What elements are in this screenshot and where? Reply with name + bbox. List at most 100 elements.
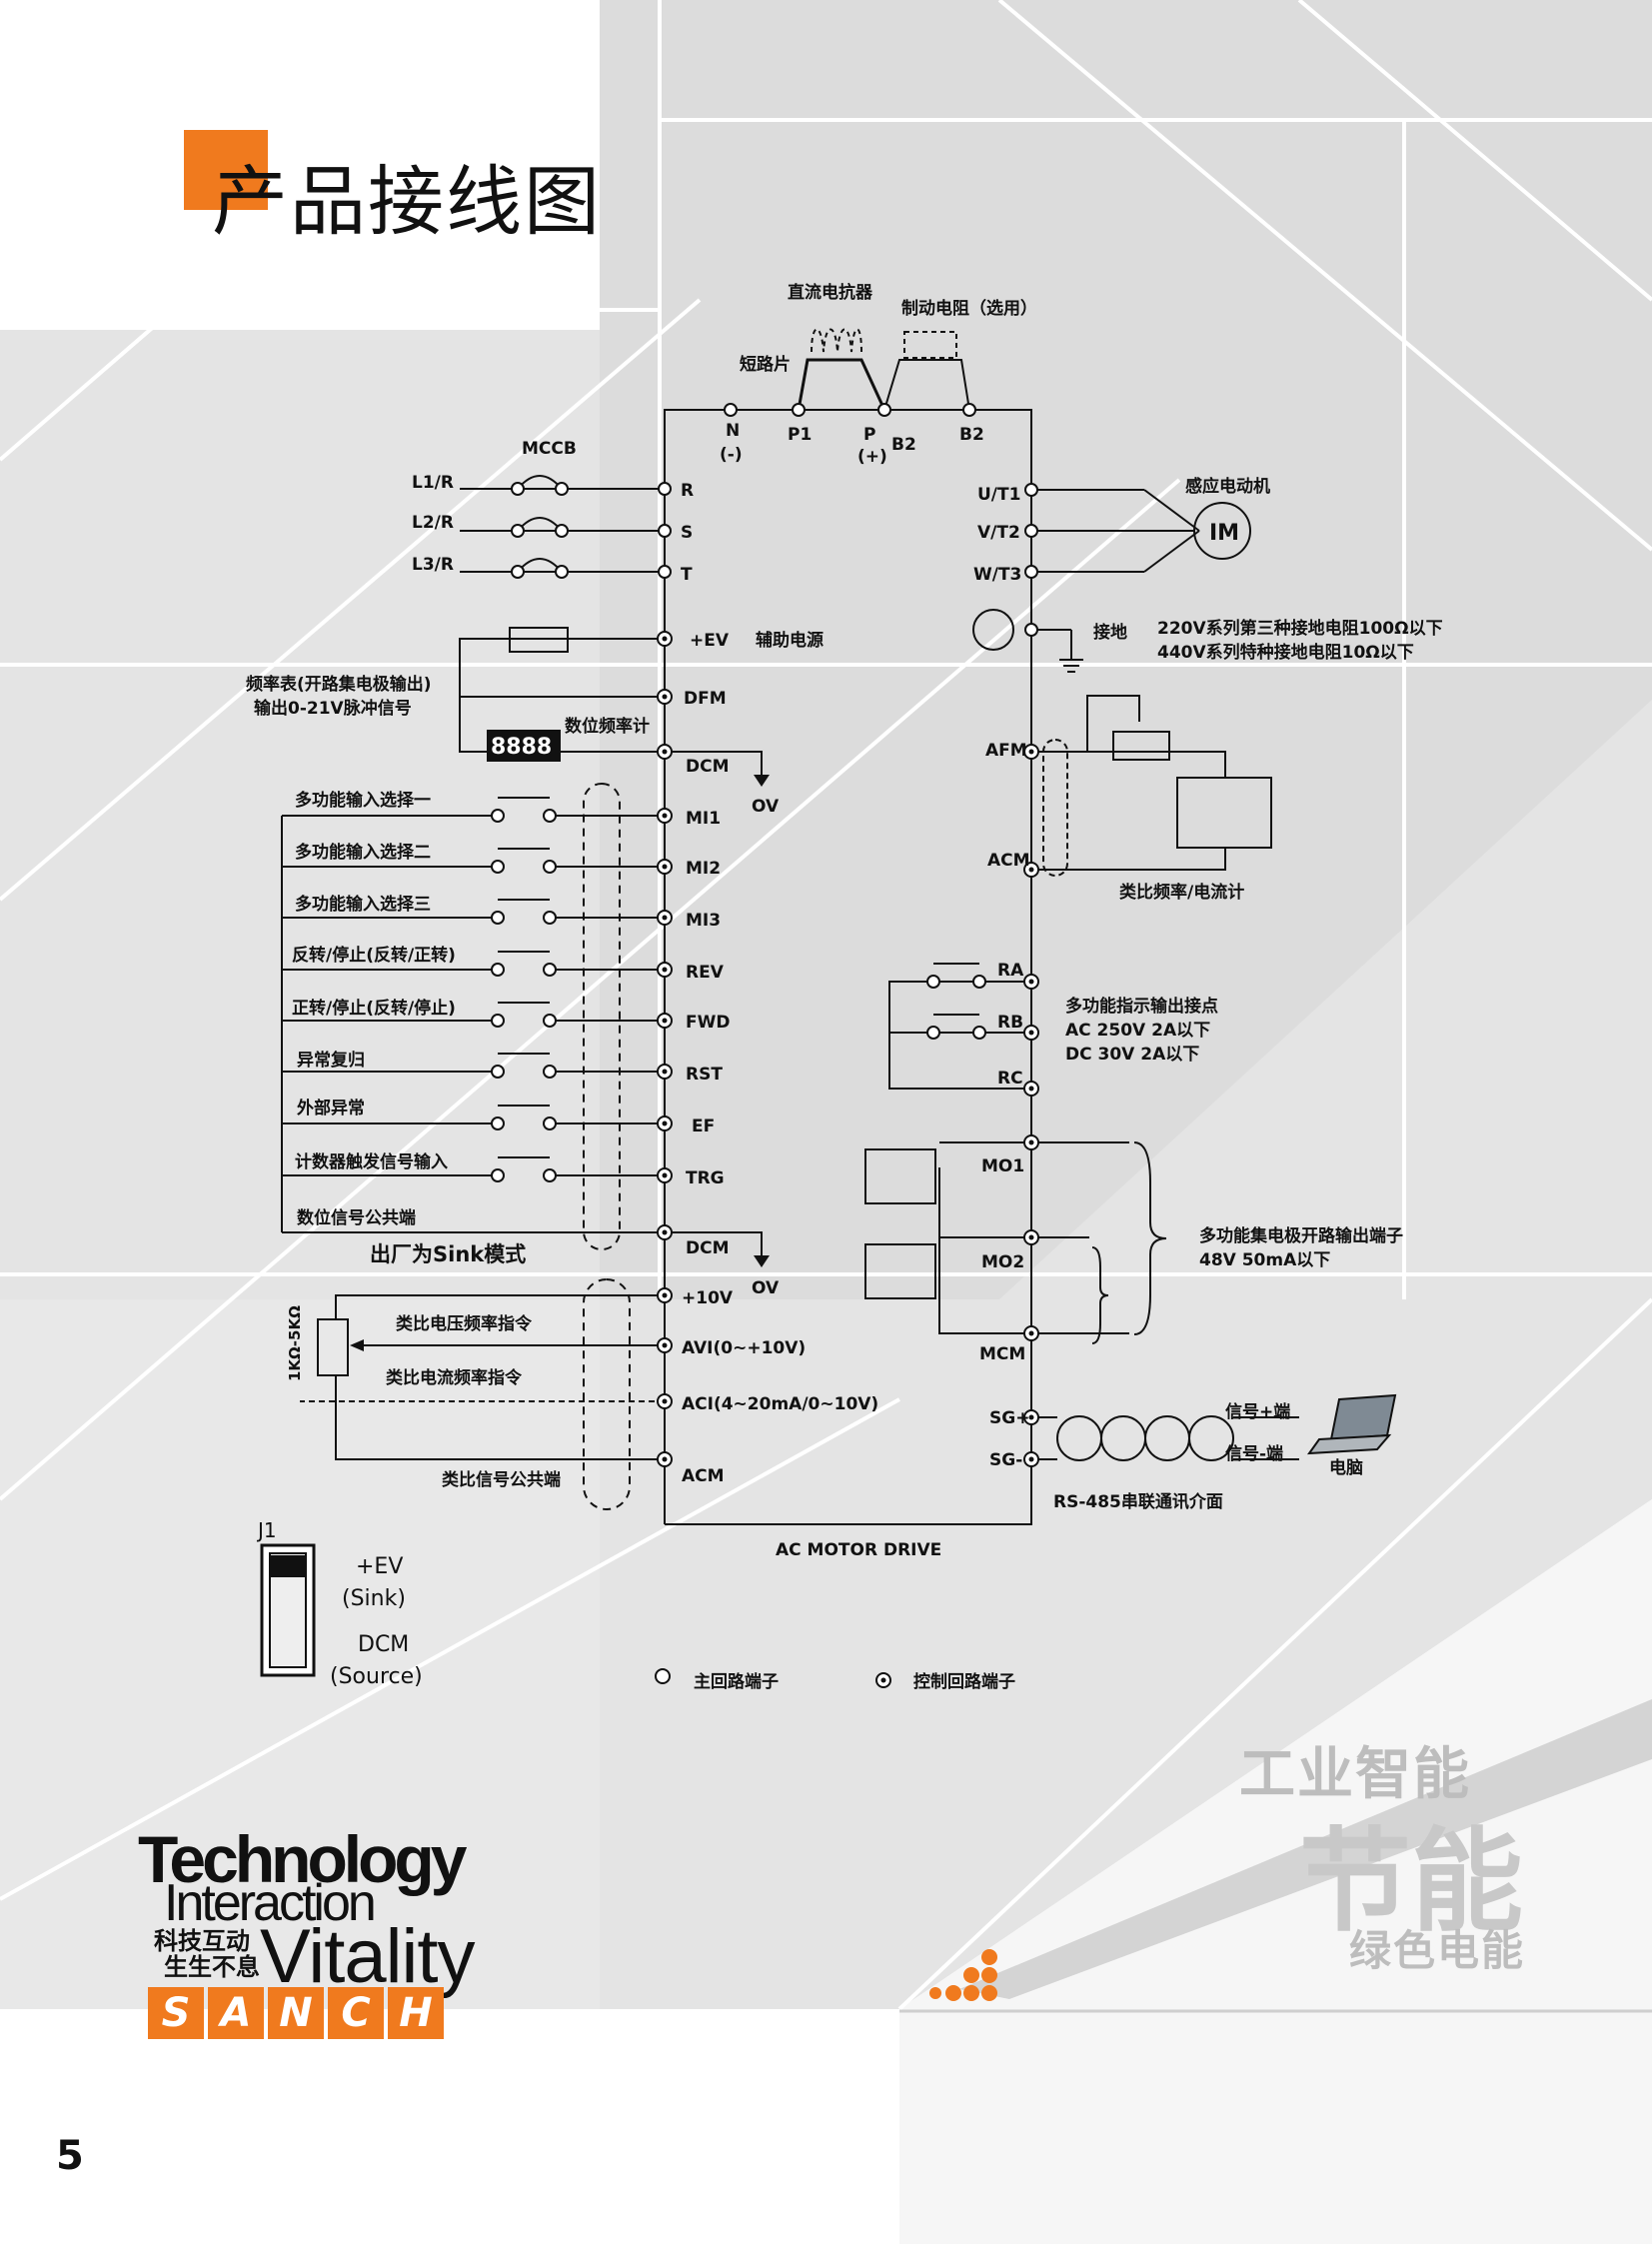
brand-interaction: Interaction bbox=[164, 1874, 377, 1932]
label-ov2: OV bbox=[752, 1278, 780, 1298]
label-brake-resistor: 制动电阻（选用） bbox=[901, 298, 1037, 319]
label-avi: 类比电压频率指令 bbox=[396, 1313, 533, 1334]
label-sig-p: 信号+端 bbox=[1225, 1401, 1290, 1422]
terminal-u: U/T1 bbox=[977, 485, 1020, 505]
terminal-mi2: MI2 bbox=[686, 859, 721, 879]
label-n-sign: (-) bbox=[720, 445, 743, 465]
brand-letter: S bbox=[148, 1987, 204, 2039]
terminal-fwd: FWD bbox=[686, 1013, 730, 1033]
legend-control: 控制回路端子 bbox=[913, 1671, 1015, 1692]
brand-technology: Technology bbox=[138, 1822, 467, 1896]
terminal-mo1: MO1 bbox=[981, 1156, 1024, 1176]
label-aci: 类比电流频率指令 bbox=[386, 1367, 523, 1388]
slogan-line3: 绿色电能 bbox=[1349, 1926, 1526, 1975]
label-p1: P1 bbox=[788, 425, 812, 445]
brand-letter: N bbox=[268, 1987, 324, 2039]
terminal-10v: +10V bbox=[682, 1288, 734, 1308]
label-rs485: RS-485串联通讯介面 bbox=[1053, 1491, 1223, 1512]
slogan-line1: 工业智能 bbox=[1239, 1742, 1471, 1807]
terminal-acm-right: ACM bbox=[987, 851, 1030, 871]
brand-logo: Technology Interaction Vitality 科技互动 生生不… bbox=[134, 1821, 534, 2041]
label-ground: 接地 bbox=[1093, 622, 1127, 643]
brand-letter: H bbox=[388, 1987, 444, 2039]
label-freq-meter1: 频率表(开路集电极输出) bbox=[246, 674, 432, 695]
label-j1-sink: (Sink) bbox=[342, 1586, 406, 1611]
brand-cn2: 生生不息 bbox=[164, 1953, 260, 1981]
brand-letter: C bbox=[328, 1987, 384, 2039]
label-freq-meter2: 输出0-21V脉冲信号 bbox=[254, 698, 412, 719]
label-motor: 感应电动机 bbox=[1185, 476, 1270, 497]
terminal-sgp: SG+ bbox=[989, 1408, 1029, 1428]
terminal-dcm2: DCM bbox=[686, 1238, 730, 1258]
terminal-w: W/T3 bbox=[973, 565, 1021, 585]
label-digital-counter: 数位频率计 bbox=[565, 716, 650, 737]
terminal-afm: AFM bbox=[985, 741, 1027, 761]
label-mi1: 多功能输入选择一 bbox=[295, 790, 431, 811]
label-pc: 电脑 bbox=[1329, 1457, 1363, 1478]
terminal-sgn: SG- bbox=[989, 1450, 1022, 1470]
terminal-trg: TRG bbox=[686, 1168, 725, 1188]
label-relay1: 多功能指示输出接点 bbox=[1065, 996, 1218, 1017]
wiring-diagram: 直流电抗器 制动电阻（选用） 短路片 N (-) P1 P (+) B2 B2 … bbox=[246, 282, 1443, 1692]
label-n-terminal: N bbox=[726, 421, 740, 441]
label-sink-default: 出厂为Sink模式 bbox=[370, 1242, 526, 1266]
label-l2: L2/R bbox=[412, 513, 454, 533]
label-ground-note1: 220V系列第三种接地电阻100Ω以下 bbox=[1157, 618, 1443, 639]
label-j1: J1 bbox=[256, 1518, 277, 1542]
page-title-text: 产品接线图 bbox=[212, 157, 602, 246]
terminal-mcm: MCM bbox=[979, 1344, 1025, 1364]
terminal-mo2: MO2 bbox=[981, 1252, 1024, 1272]
label-trg: 计数器触发信号输入 bbox=[295, 1151, 448, 1172]
label-mccb: MCCB bbox=[522, 439, 577, 459]
label-l3: L3/R bbox=[412, 555, 454, 575]
terminal-t: T bbox=[681, 565, 693, 585]
slogan-graphic: 工业智能 节能 绿色电能 bbox=[1239, 1719, 1599, 1999]
label-p-sign: (+) bbox=[857, 447, 887, 467]
brand-cn1: 科技互动 bbox=[154, 1927, 250, 1955]
label-pot: 1KΩ-5KΩ bbox=[286, 1305, 304, 1381]
brand-letter: A bbox=[208, 1987, 264, 2039]
terminal-ev: +EV bbox=[690, 631, 730, 651]
terminal-rb: RB bbox=[997, 1013, 1023, 1033]
label-relay2: AC 250V 2A以下 bbox=[1065, 1021, 1210, 1041]
brand-sanch: S A N C H bbox=[148, 1987, 444, 2039]
label-common: 数位信号公共端 bbox=[297, 1207, 416, 1228]
terminal-r: R bbox=[681, 481, 694, 501]
label-mi3: 多功能输入选择三 bbox=[295, 894, 431, 915]
page-number: 5 bbox=[56, 2133, 84, 2179]
terminal-dfm: DFM bbox=[684, 689, 727, 709]
terminal-acm-left: ACM bbox=[682, 1466, 725, 1486]
terminal-s: S bbox=[681, 523, 693, 543]
label-ground-note2: 440V系列特种接地电阻10Ω以下 bbox=[1157, 642, 1414, 663]
label-oc1: 多功能集电极开路输出端子 bbox=[1199, 1225, 1403, 1246]
terminal-rev: REV bbox=[686, 963, 725, 983]
terminal-ra: RA bbox=[997, 961, 1024, 981]
label-relay3: DC 30V 2A以下 bbox=[1065, 1045, 1199, 1065]
label-j1-dcm: DCM bbox=[358, 1632, 409, 1657]
label-rst: 异常复归 bbox=[297, 1050, 365, 1071]
terminal-mi1: MI1 bbox=[686, 809, 721, 829]
counter-display: 8888 bbox=[491, 735, 552, 760]
legend-main: 主回路端子 bbox=[694, 1671, 779, 1692]
label-aux-power: 辅助电源 bbox=[756, 630, 824, 651]
label-oc2: 48V 50mA以下 bbox=[1199, 1250, 1330, 1270]
terminal-mi3: MI3 bbox=[686, 911, 721, 931]
label-b2-b: B2 bbox=[959, 425, 984, 445]
title-accent-block bbox=[184, 130, 268, 210]
terminal-aci: ACI(4~20mA/0~10V) bbox=[682, 1394, 878, 1414]
terminal-ef: EF bbox=[692, 1117, 715, 1136]
label-mi2: 多功能输入选择二 bbox=[295, 842, 431, 863]
label-acm: 类比信号公共端 bbox=[442, 1469, 561, 1490]
label-meter: 类比频率/电流计 bbox=[1119, 882, 1244, 903]
label-im: IM bbox=[1209, 521, 1239, 546]
label-fwd: 正转/停止(反转/停止) bbox=[292, 998, 456, 1019]
label-rev: 反转/停止(反转/正转) bbox=[292, 945, 456, 966]
label-ov1: OV bbox=[752, 797, 780, 817]
terminal-rc: RC bbox=[997, 1069, 1023, 1089]
label-sig-n: 信号-端 bbox=[1225, 1443, 1283, 1464]
label-ef: 外部异常 bbox=[297, 1098, 365, 1119]
label-drive: AC MOTOR DRIVE bbox=[776, 1540, 941, 1560]
terminal-rst: RST bbox=[686, 1065, 723, 1085]
terminal-dcm1: DCM bbox=[686, 757, 730, 777]
